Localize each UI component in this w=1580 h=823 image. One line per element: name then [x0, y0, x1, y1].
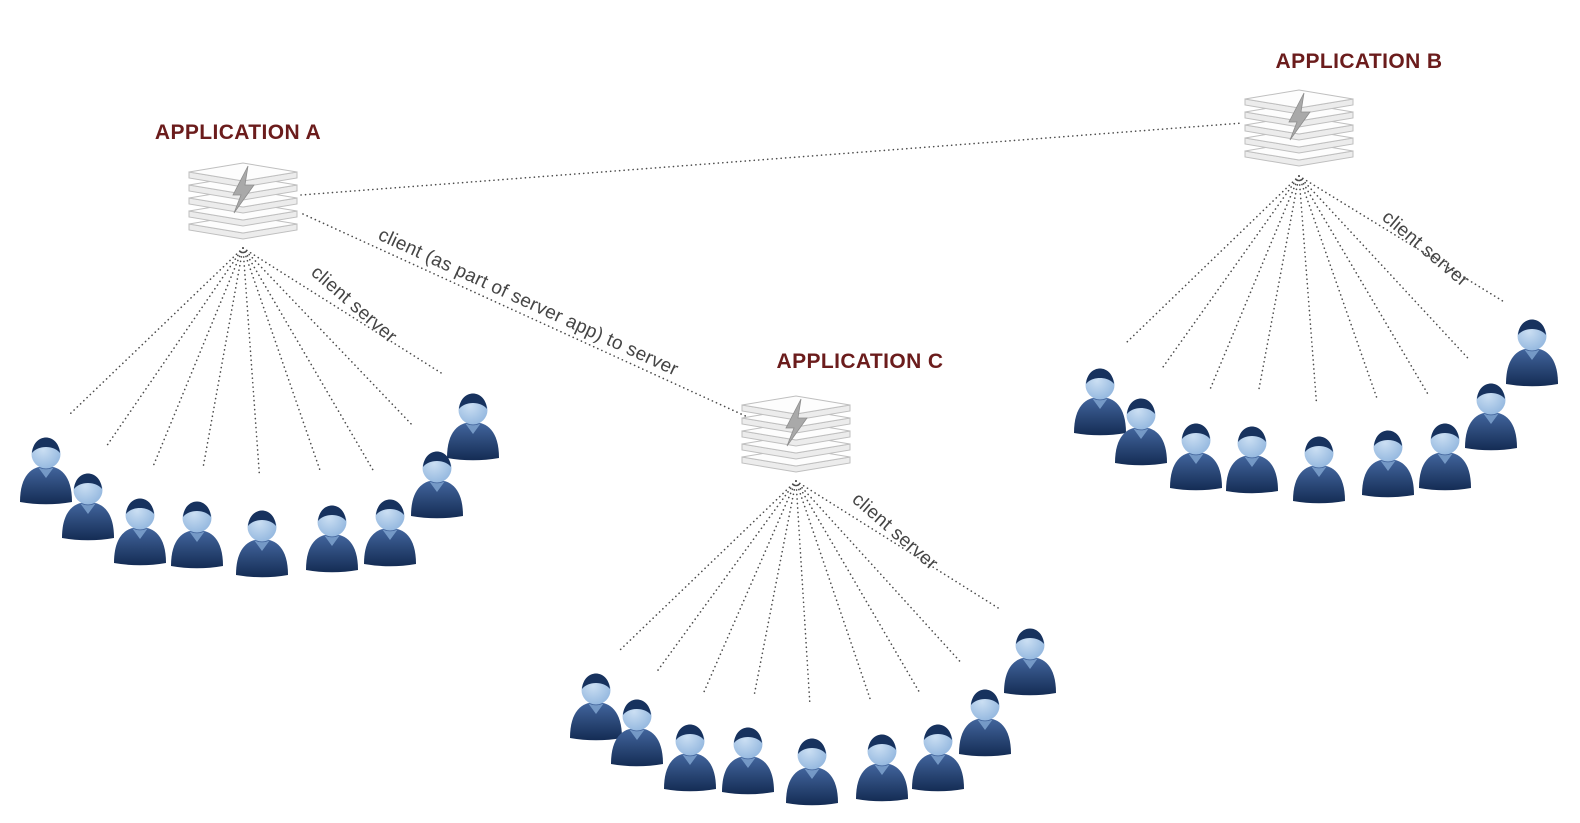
- server-client-link-line: [242, 247, 374, 471]
- client-person-icon: [364, 499, 416, 567]
- client-person-icon: [722, 727, 774, 795]
- cluster-application-b: APPLICATION B client server: [1074, 50, 1558, 504]
- server-client-link-line: [1123, 175, 1300, 346]
- client-fan-b: [1074, 175, 1558, 504]
- application-b-title: APPLICATION B: [1276, 50, 1443, 73]
- server-client-link-line: [702, 480, 797, 694]
- client-person-icon: [959, 689, 1011, 757]
- client-server-label-a: client server: [307, 262, 401, 348]
- client-person-icon: [411, 451, 463, 519]
- server-client-link-line: [242, 247, 446, 376]
- client-person-icon: [786, 738, 838, 806]
- server-client-link-line: [619, 480, 797, 651]
- client-person-icon: [447, 393, 499, 461]
- client-person-icon: [1465, 383, 1517, 451]
- client-fan-a: [20, 247, 499, 578]
- client-person-icon: [856, 734, 908, 802]
- server-client-link-line: [795, 480, 963, 665]
- application-a-server-icon: [188, 162, 298, 240]
- connection-line-a-b: [300, 122, 1244, 196]
- server-client-link-line: [1298, 175, 1504, 303]
- client-person-icon: [306, 505, 358, 573]
- server-client-link-line: [656, 480, 797, 673]
- application-a-title: APPLICATION A: [155, 121, 321, 144]
- client-person-icon: [20, 437, 72, 505]
- client-person-icon: [912, 724, 964, 792]
- cluster-application-c: APPLICATION C client server: [570, 350, 1056, 806]
- server-client-link-line: [753, 480, 797, 695]
- server-client-link-line: [1208, 175, 1300, 393]
- client-person-icon: [1293, 436, 1345, 504]
- server-client-link-line: [1298, 175, 1429, 395]
- server-client-link-line: [242, 247, 415, 428]
- client-person-icon: [62, 473, 114, 541]
- server-client-link-line: [1257, 175, 1300, 394]
- client-person-icon: [1419, 423, 1471, 491]
- server-client-link-line: [242, 247, 322, 474]
- client-person-icon: [570, 673, 622, 741]
- client-server-label-b: client server: [1378, 207, 1473, 292]
- connection-line-a-c: [302, 213, 753, 420]
- server-client-link-line: [202, 247, 244, 469]
- server-client-link-line: [795, 480, 811, 705]
- cluster-application-a: APPLICATION A client server: [20, 121, 499, 578]
- server-client-link-line: [795, 480, 1003, 611]
- client-person-icon: [1362, 430, 1414, 498]
- client-person-icon: [236, 510, 288, 578]
- server-client-link-line: [1298, 175, 1469, 359]
- server-client-link-line: [106, 247, 244, 446]
- connection-a-b: [300, 122, 1244, 196]
- client-server-label-c: client server: [848, 489, 942, 575]
- server-client-link-line: [795, 480, 922, 696]
- server-client-link-line: [1298, 175, 1378, 399]
- server-client-link-line: [1298, 175, 1318, 403]
- client-person-icon: [171, 501, 223, 569]
- client-fan-c: [570, 480, 1056, 806]
- server-client-link-line: [152, 247, 244, 468]
- application-c-server-icon: [741, 395, 851, 473]
- application-c-title: APPLICATION C: [777, 350, 944, 373]
- server-client-link-line: [69, 247, 244, 415]
- client-person-icon: [1004, 628, 1056, 696]
- client-person-icon: [664, 724, 716, 792]
- client-person-icon: [1226, 426, 1278, 494]
- server-client-link-line: [795, 480, 872, 703]
- application-b-server-icon: [1244, 89, 1354, 167]
- client-person-icon: [1170, 423, 1222, 491]
- client-person-icon: [114, 498, 166, 566]
- client-person-icon: [1074, 368, 1126, 436]
- client-person-icon: [1506, 319, 1558, 387]
- server-client-link-line: [242, 247, 261, 477]
- connection-a-c-label: client (as part of server app) to server: [375, 224, 682, 380]
- server-client-link-line: [1159, 175, 1300, 372]
